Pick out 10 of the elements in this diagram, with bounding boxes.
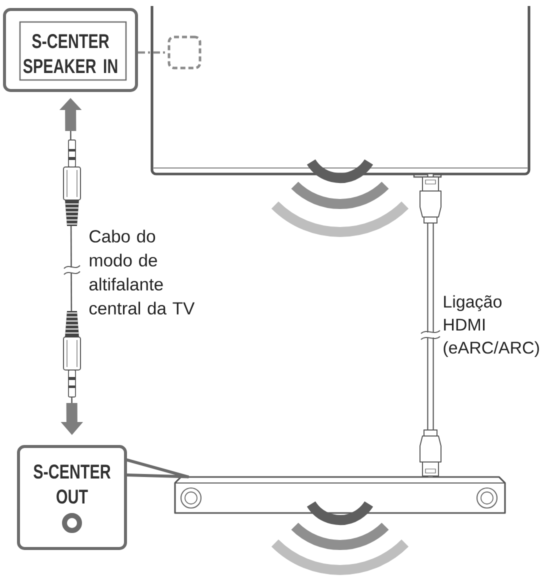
edge-label: Cabo do modo de altifalante central da TV xyxy=(88,229,206,316)
edge-label: Ligação HDMI (eARC/ARC) xyxy=(442,294,548,358)
leader-line xyxy=(138,51,168,54)
hdmi-cable xyxy=(420,174,442,477)
television xyxy=(150,6,530,178)
port-outline xyxy=(168,36,202,70)
callout-pointer xyxy=(126,458,190,478)
callout-box: S-CENTER SPEAKER IN xyxy=(3,8,138,92)
callout-box: S-CENTER OUT xyxy=(17,445,127,550)
audio-cable xyxy=(59,98,84,435)
